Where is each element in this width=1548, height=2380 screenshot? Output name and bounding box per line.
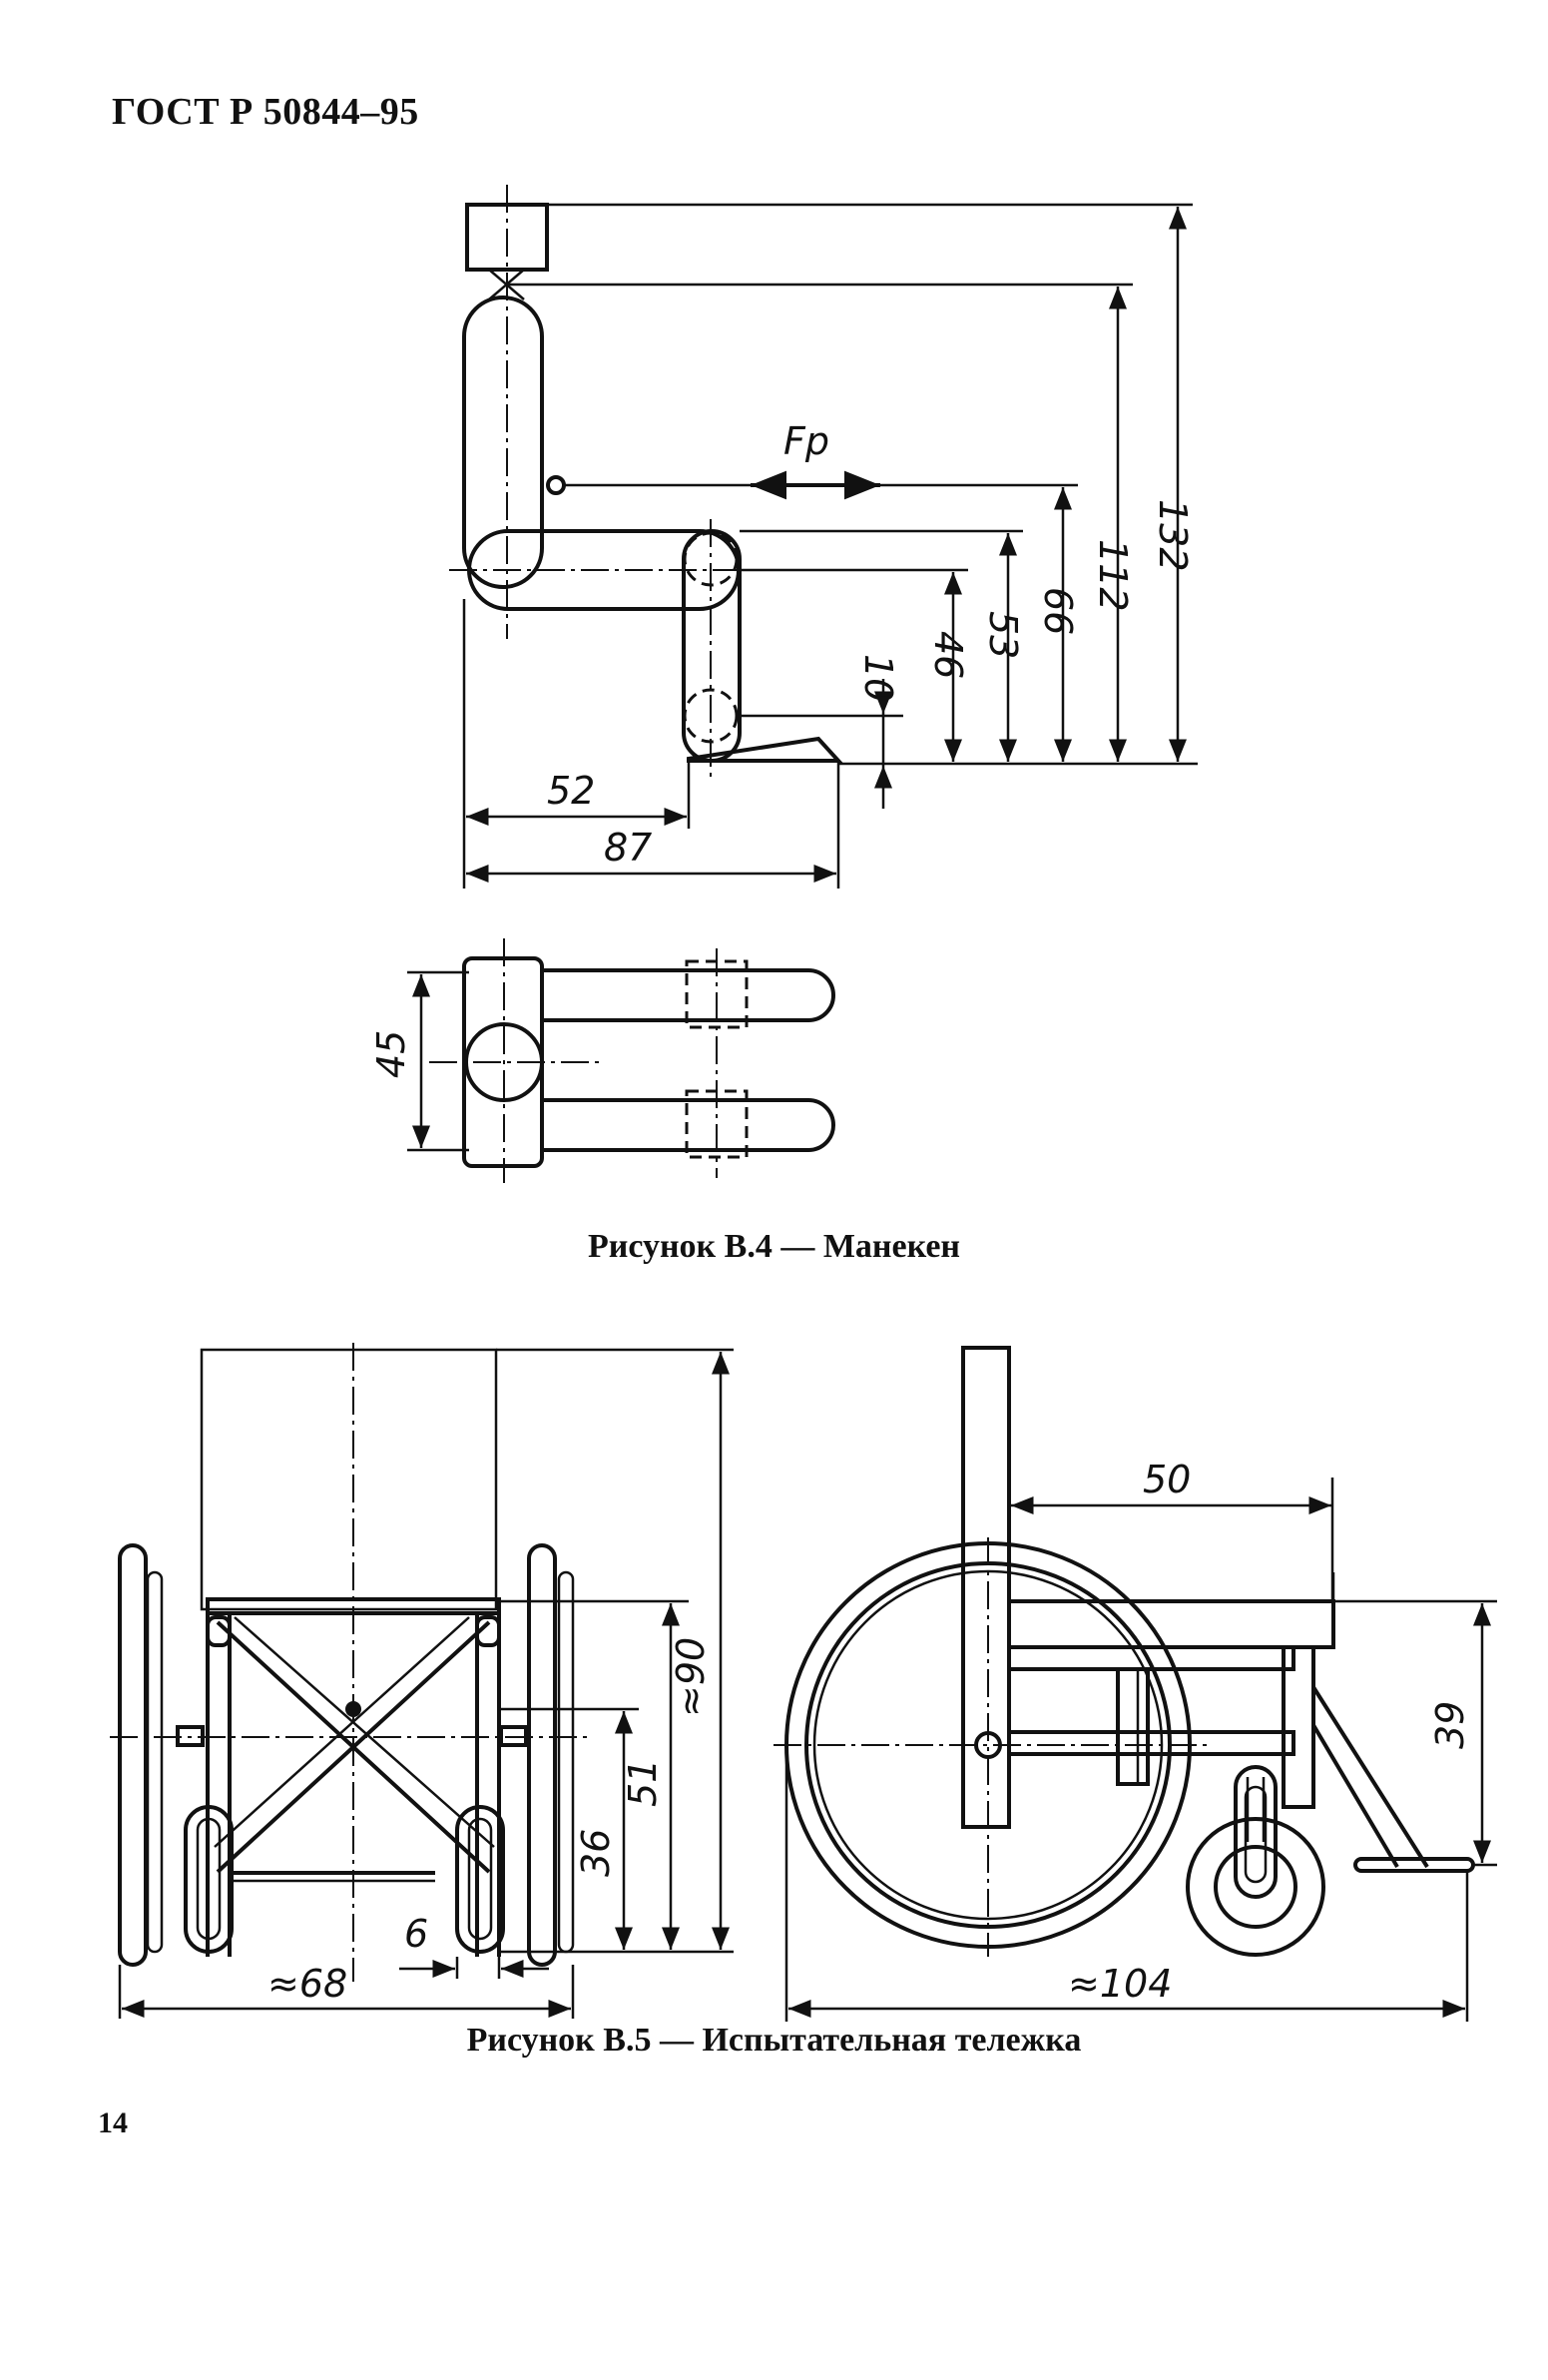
figure-b5-caption: Рисунок В.5 — Испытательная тележка [466,2022,1082,2059]
dim-approx-90: ≈90 [669,1637,713,1717]
dim-50: 50 [1143,1458,1191,1501]
force-label: Fp [783,419,829,463]
dim-approx-104: ≈104 [1068,1962,1172,2006]
dim-52: 52 [547,769,595,813]
dim-39: 39 [1428,1701,1472,1749]
page-number: 14 [98,2106,128,2139]
dim-36: 36 [574,1829,618,1877]
dim-45: 45 [369,1030,413,1078]
dim-51: 51 [621,1759,665,1807]
mannequin-top-view [407,938,835,1183]
dim-10: 10 [856,654,900,702]
dim-46: 46 [926,631,970,679]
dim-87: 87 [604,826,652,870]
figure-b4-caption: Рисунок В.4 — Манекен [587,1228,961,1265]
dim-approx-68: ≈68 [267,1962,347,2006]
mannequin-side-view [449,185,843,779]
dim-66: 66 [1036,587,1080,635]
trolley-front-view [110,1343,734,2019]
dim-132: 132 [1151,499,1195,572]
dim-6: 6 [404,1912,428,1956]
dim-53: 53 [981,611,1025,659]
document-header: ГОСТ Р 50844–95 [112,91,419,133]
trolley-side-view [774,1346,1497,2022]
dim-112: 112 [1091,539,1135,612]
